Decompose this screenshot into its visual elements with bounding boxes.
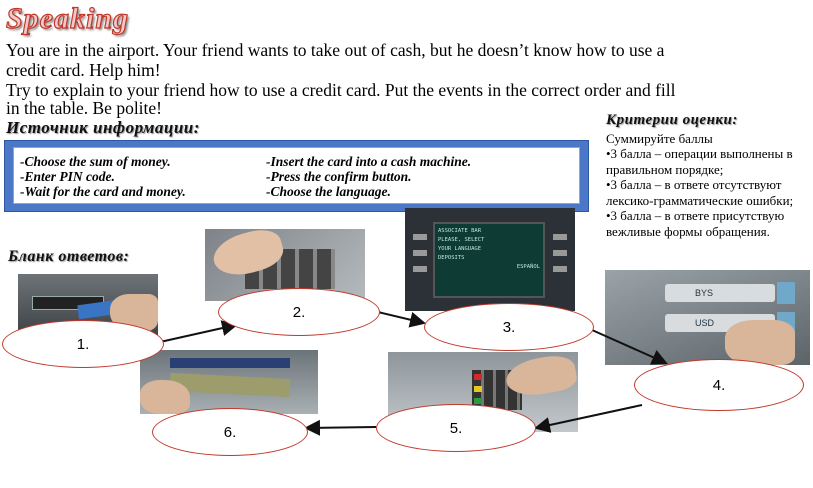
criteria-panel: Критерии оценки: Суммируйте баллы •3 бал…: [606, 112, 806, 239]
criteria-item: •3 балла – в ответе присутствую вежливые…: [606, 208, 785, 239]
answer-number: 6.: [223, 423, 237, 441]
answer-oval-2[interactable]: 2.: [218, 288, 380, 336]
source-box: -Choose the sum of money. -Enter PIN cod…: [4, 140, 589, 212]
source-item: -Wait for the card and money.: [20, 184, 186, 199]
task-line-1: You are in the airport. Your friend want…: [6, 40, 665, 60]
answer-oval-3[interactable]: 3.: [424, 303, 594, 351]
criteria-item: Суммируйте баллы: [606, 130, 713, 146]
arrow-5-6: [304, 419, 377, 436]
source-box-inner: -Choose the sum of money. -Enter PIN cod…: [13, 147, 580, 204]
task-line-3: Try to explain to your friend how to use…: [6, 80, 676, 100]
answer-number: 3.: [502, 318, 516, 336]
answer-number: 5.: [449, 419, 463, 437]
answer-oval-1[interactable]: 1.: [2, 320, 164, 368]
arrow-2-3: [377, 311, 426, 328]
cash-dispense-photo: [140, 350, 318, 414]
answer-heading: Бланк ответов:: [8, 248, 130, 265]
answer-oval-5[interactable]: 5.: [376, 404, 536, 452]
arrow-3-4: [591, 329, 668, 365]
arrow-1-2: [159, 320, 238, 343]
atm-screen-text: DEPOSITS: [438, 255, 465, 261]
source-item: -Choose the language.: [266, 184, 391, 199]
arrow-4-5: [534, 404, 643, 433]
currency-label: BYS: [665, 284, 775, 302]
criteria-heading: Критерии оценки:: [606, 112, 738, 128]
atm-screen-text: PLEASE, SELECT: [438, 237, 485, 243]
answer-oval-6[interactable]: 6.: [152, 408, 308, 456]
currency-buttons-photo: BYS USD: [605, 270, 810, 365]
task-line-2: credit card. Help him!: [6, 60, 161, 80]
task-line-4: in the table. Be polite!: [6, 98, 162, 118]
answer-number: 2.: [292, 303, 306, 321]
source-item: -Choose the sum of money.: [20, 154, 171, 169]
atm-screen-text: ASSOCIATE BAR: [438, 228, 482, 234]
page-title: Speaking: [5, 1, 130, 35]
source-heading: Источник информации:: [6, 118, 200, 137]
atm-screen-text: ESPAÑOL: [516, 264, 540, 270]
answer-number: 1.: [76, 335, 90, 353]
answer-number: 4.: [712, 376, 726, 394]
criteria-item: •3 балла – в ответе отсутствуют лексико-…: [606, 177, 794, 208]
criteria-item: •3 балла – операции выполнены в правильн…: [606, 146, 793, 177]
atm-screen-photo: ASSOCIATE BAR PLEASE, SELECT YOUR LANGUA…: [405, 208, 575, 311]
source-item: -Enter PIN code.: [20, 169, 115, 184]
source-item: -Insert the card into a cash machine.: [266, 154, 472, 169]
answer-oval-4[interactable]: 4.: [634, 359, 804, 411]
pin-keypad-photo: [205, 229, 365, 301]
atm-screen-text: YOUR LANGUAGE: [438, 246, 482, 252]
source-item: -Press the confirm button.: [266, 169, 412, 184]
